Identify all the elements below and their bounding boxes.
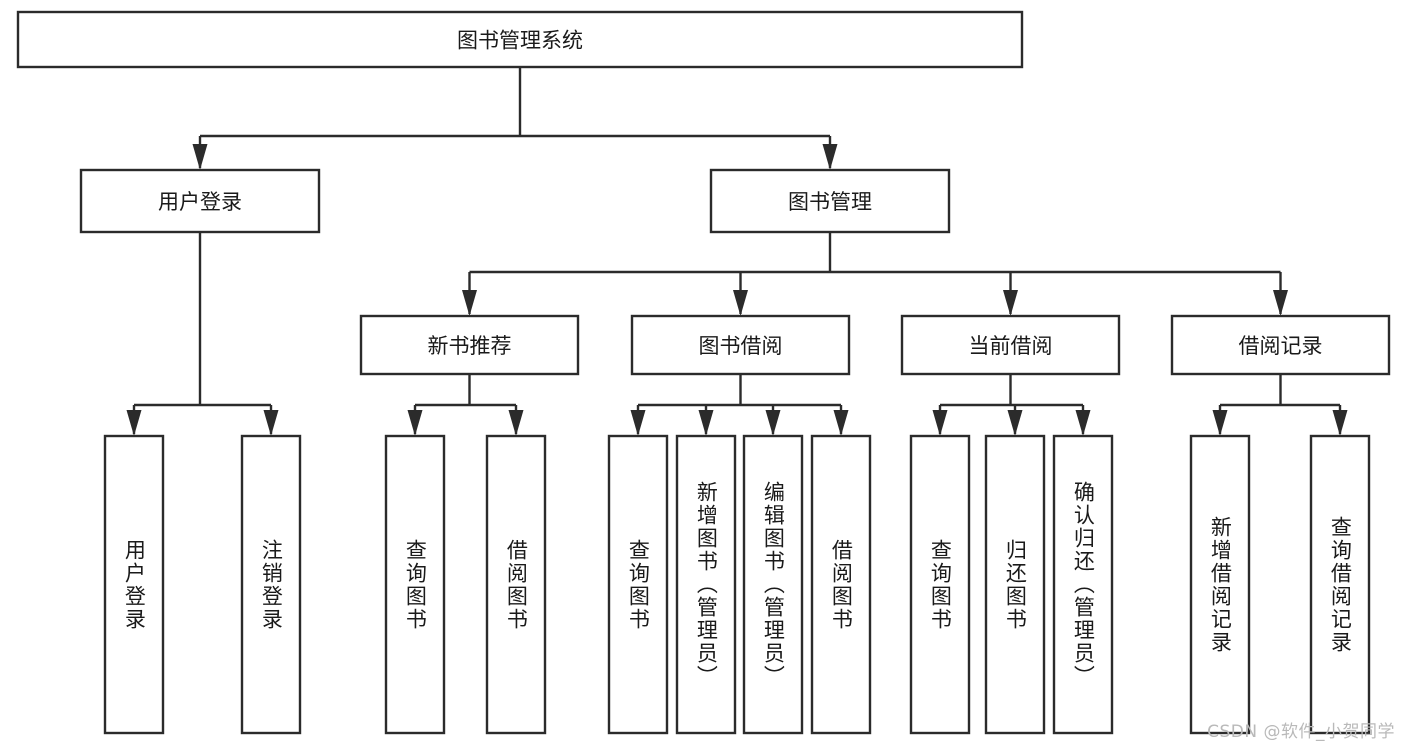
connector-arrow-icon <box>698 410 714 436</box>
node-box-leaf-return-book[interactable] <box>984 434 1046 735</box>
connector-arrow-icon <box>126 410 142 436</box>
node-box-leaf-edit-book-admin[interactable] <box>742 434 804 735</box>
node-box-root[interactable] <box>16 10 1024 69</box>
connector-arrow-icon <box>733 290 748 316</box>
node-box-leaf-user-login[interactable] <box>103 434 165 735</box>
connector-arrow-icon <box>822 144 838 170</box>
node-box-leaf-query-book-3[interactable] <box>909 434 971 735</box>
node-label-book-borrow: 图书借阅 <box>699 334 783 358</box>
connector-arrow-icon <box>765 410 781 436</box>
connector-arrow-icon <box>1332 410 1348 436</box>
node-box-leaf-query-borrow-record[interactable] <box>1309 434 1371 735</box>
node-label-new-book-recommend: 新书推荐 <box>428 334 512 358</box>
connector-arrow-icon <box>192 144 208 170</box>
node-label-user-login: 用户登录 <box>158 190 242 214</box>
node-box-leaf-add-borrow-record[interactable] <box>1189 434 1251 735</box>
node-box-book-manage[interactable] <box>709 168 951 234</box>
connector-arrow-icon <box>1273 290 1288 316</box>
connector-arrow-icon <box>1212 410 1228 436</box>
node-box-leaf-query-book-1[interactable] <box>384 434 446 735</box>
node-box-leaf-user-logout[interactable] <box>240 434 302 735</box>
node-box-current-borrow[interactable] <box>900 314 1121 376</box>
node-box-new-book-recommend[interactable] <box>359 314 580 376</box>
connector-arrow-icon <box>508 410 524 436</box>
node-box-leaf-add-book-admin[interactable] <box>675 434 737 735</box>
node-box-leaf-borrow-book-2[interactable] <box>810 434 872 735</box>
node-label-current-borrow: 当前借阅 <box>969 334 1053 358</box>
connector-arrow-icon <box>407 410 423 436</box>
connector-arrow-icon <box>833 410 849 436</box>
connector-arrow-icon <box>932 410 948 436</box>
connector-arrow-icon <box>1075 410 1091 436</box>
connector-arrow-icon <box>1007 410 1023 436</box>
connector-arrow-icon <box>263 410 279 436</box>
node-box-borrow-record[interactable] <box>1170 314 1391 376</box>
connector-layer <box>126 67 1348 436</box>
connector-arrow-icon <box>630 410 646 436</box>
node-label-borrow-record: 借阅记录 <box>1239 334 1323 358</box>
node-box-leaf-confirm-return-admin[interactable] <box>1052 434 1114 735</box>
node-box-leaf-query-book-2[interactable] <box>607 434 669 735</box>
node-box-leaf-borrow-book-1[interactable] <box>485 434 547 735</box>
node-label-root: 图书管理系统 <box>457 29 583 53</box>
node-label-book-manage: 图书管理 <box>788 190 872 214</box>
node-box-user-login[interactable] <box>79 168 321 234</box>
connector-arrow-icon <box>462 290 477 316</box>
node-box-layer <box>16 10 1391 735</box>
node-box-book-borrow[interactable] <box>630 314 851 376</box>
connector-arrow-icon <box>1003 290 1018 316</box>
watermark-text: CSDN @软件_小贺同学 <box>1207 722 1395 742</box>
